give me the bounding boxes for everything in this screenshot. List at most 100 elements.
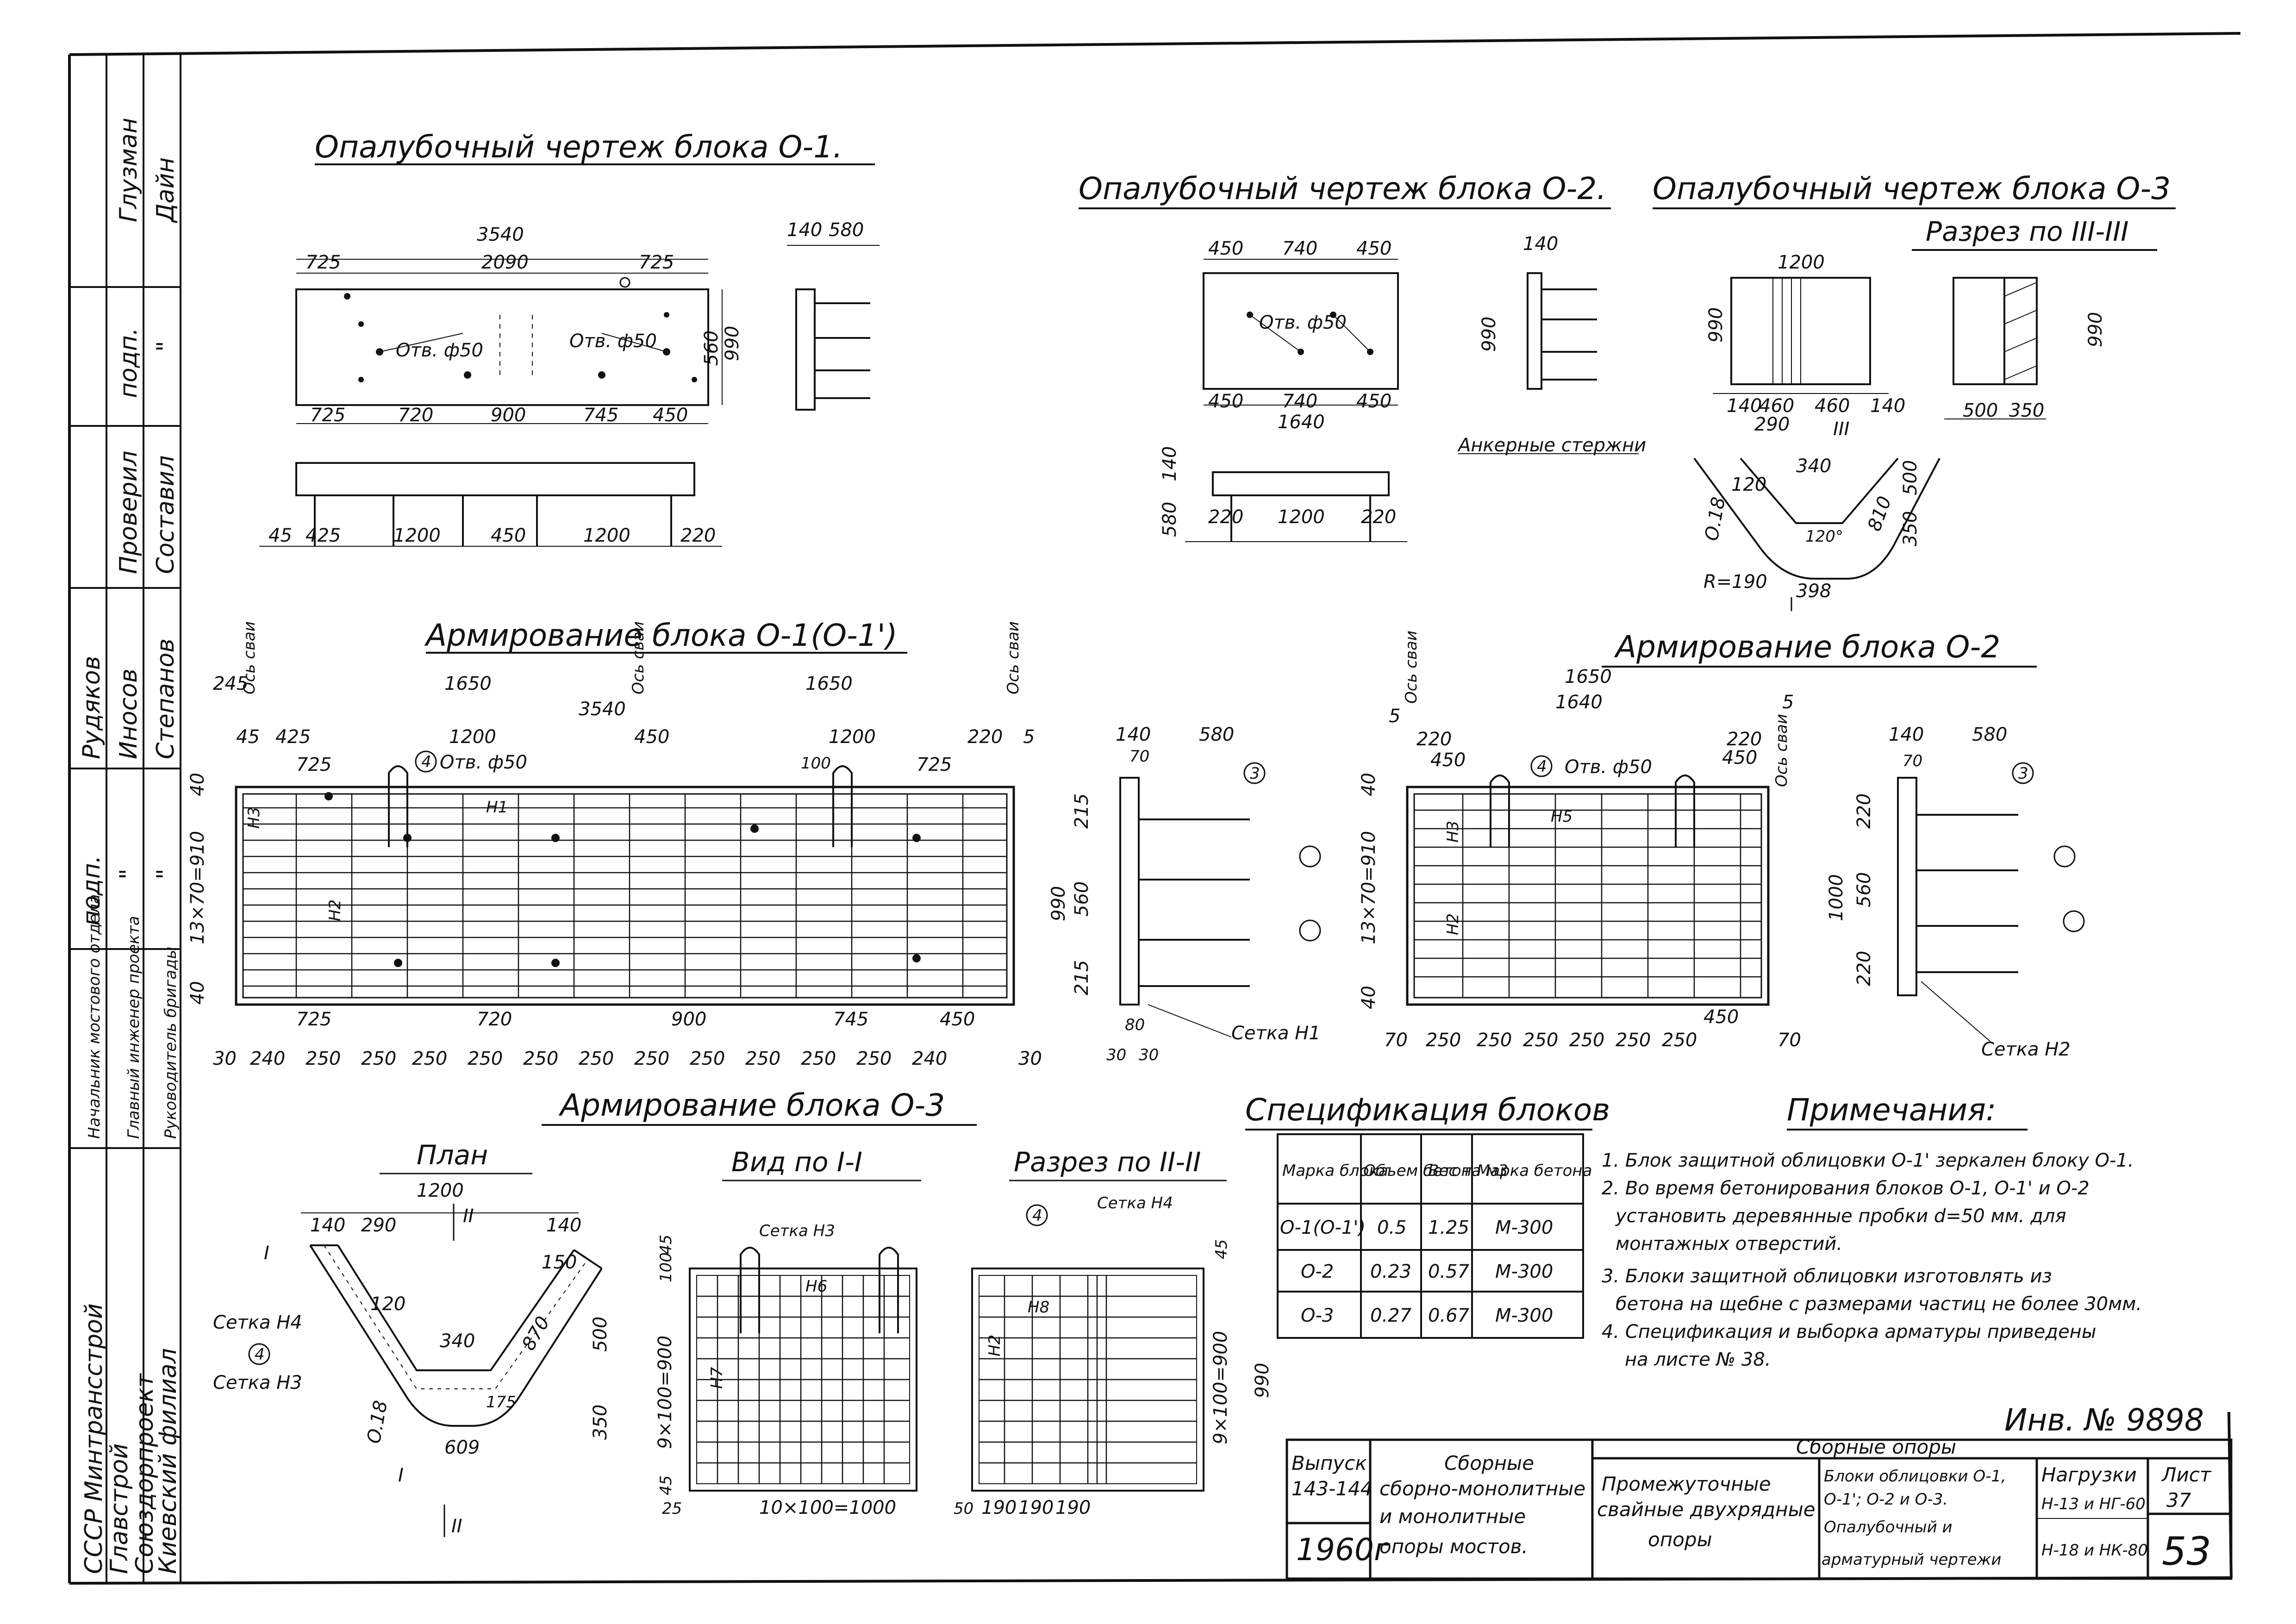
o2-side-dim-5: 560: [1853, 872, 1875, 907]
o1-dim-bot-5: 450: [653, 405, 688, 426]
o3-section-title: Разрез по III-III: [1926, 216, 2129, 247]
o2-dim-bot-2: 740: [1282, 391, 1317, 412]
o2-rebar-dim-2: 1640: [1555, 692, 1603, 713]
o3-sec-dim-1: 500: [1963, 400, 1998, 421]
tb-subject-3: опоры: [1648, 1528, 1712, 1551]
o2-rebar-title: Армирование блока О-2: [1614, 629, 2000, 665]
o2-rebar-bot-3: 250: [1477, 1030, 1512, 1051]
o3-plan-cut-1: I: [264, 1243, 269, 1264]
o1-dim-bot-4: 745: [583, 405, 618, 426]
o1-axis-3: Ось сваи: [1004, 621, 1023, 694]
o2-anchor-label: Анкерные стержни: [1457, 435, 1646, 456]
org-line-2: Главстрой: [106, 1443, 133, 1574]
spec-header-2: Объем бетона м3: [1363, 1162, 1508, 1180]
sp-11: 250: [801, 1048, 836, 1069]
o3-section-callout-4: 4: [1032, 1206, 1042, 1225]
o1-side-dim-6: 215: [1071, 960, 1092, 995]
o3-view-100: 100: [657, 1252, 675, 1282]
o1-rebar-grid: [243, 765, 1007, 998]
o3-plan-dim-6: 120: [370, 1293, 406, 1315]
o2-rebar-dim-4: 220: [1416, 729, 1452, 750]
o3-section-190c: 190: [1055, 1497, 1091, 1518]
sp-9: 250: [690, 1048, 725, 1069]
o3-formwork-title: Опалубочный чертеж блока О-3: [1653, 171, 2171, 206]
o1-side-dim-5: 560: [1071, 881, 1092, 917]
role-label-2: Главный инженер проекта: [125, 916, 143, 1139]
stamp-col-label: подп.: [78, 856, 106, 926]
o2-rebar-bot-7: 250: [1662, 1030, 1697, 1051]
o2-rebar-left-3: 40: [1358, 986, 1379, 1009]
o2-rebar-dim-3: 5: [1389, 706, 1400, 727]
o2-rebar-left-1: 40: [1358, 773, 1379, 796]
role-label-3: Руководитель бригады: [162, 947, 180, 1139]
o2-rebar-dim-5: 450: [1430, 750, 1466, 771]
o3-view-45a: 45: [657, 1235, 675, 1255]
o2-dim-bot-3: 450: [1356, 391, 1391, 412]
title-block: Выпуск 143-144 1960г Сборные сборно-моно…: [1285, 1436, 2233, 1580]
o3-plan-dim-3: 120: [1731, 474, 1766, 495]
o3-plan-dim-7: 398: [1796, 581, 1831, 602]
o3-plan-dim-7: 150: [542, 1252, 577, 1273]
o1-side-dim-1: 140: [787, 219, 822, 241]
stamp-name-b4: Дайн: [152, 157, 180, 223]
o1-side-dim-10: 30: [1139, 1046, 1159, 1064]
o1-rebar-left-1: 40: [187, 773, 208, 796]
o1-rebar-bot-1: 725: [296, 1009, 331, 1030]
o2-rebar-dim-1: 1650: [1565, 666, 1612, 687]
role-label-1: Начальник мостового отдела: [85, 894, 104, 1139]
sp-5: 250: [468, 1048, 503, 1069]
o2-axis-2: Ось сваи: [1772, 714, 1791, 787]
tb-content-2: О-1'; О-2 и О-3.: [1824, 1490, 1948, 1509]
o3-sec-dim-2: 350: [2009, 400, 2044, 421]
o3-rebar-view: Армирование блока О-3 План Вид по I-I Ра…: [213, 1087, 1273, 1537]
stamp-compiled-label: Составил: [152, 455, 180, 574]
o1-rebar-bot-2: 720: [477, 1009, 512, 1030]
o3-section-title: Разрез по II-II: [1014, 1146, 1201, 1178]
o1-dim-bot-3: 900: [491, 405, 526, 426]
o2-rebar-bot-9: 450: [1703, 1006, 1739, 1028]
o3-plan-dim-12: 609: [444, 1437, 480, 1458]
o1-rebar-dim-5: 45: [236, 726, 260, 748]
sp-2: 250: [306, 1048, 341, 1069]
o3-section-right: 9×100=900: [1210, 1331, 1231, 1444]
o2-rebar-left-2: 13×70=910: [1358, 831, 1379, 944]
sp-6: 250: [523, 1048, 558, 1069]
o1-dim-bot-1: 725: [310, 405, 345, 426]
o1-rebar-dim-7: 1200: [449, 726, 496, 748]
tb-loads-2: Н-18 и НК-80: [2041, 1541, 2148, 1560]
o2-rebar-grid: [1414, 794, 1761, 998]
tb-loads-1: Н-13 и НГ-60: [2041, 1495, 2146, 1513]
o2-side-dim-4: 220: [1853, 793, 1875, 829]
stamp-ditto-3: ": [152, 341, 180, 352]
o1-rebar-view: Армирование блока О-1(О-1'): [187, 618, 1321, 1069]
stamp-ditto-1: ": [115, 868, 143, 880]
spec-r1-c4: М-300: [1495, 1217, 1553, 1238]
note-line-1: 1. Блок защитной облицовки О-1' зеркален…: [1602, 1150, 2134, 1171]
spec-r2-c3: 0.57: [1428, 1261, 1470, 1282]
tb-series-2: сборно-монолитные: [1379, 1477, 1585, 1500]
o3-section-n8: Н8: [1028, 1298, 1049, 1317]
o1-dim-bot-2: 720: [398, 405, 433, 426]
stamp-ditto-2: ": [152, 868, 180, 880]
spec-header-4: Марка бетона: [1477, 1162, 1592, 1180]
o2-side-dim-6: 220: [1853, 951, 1875, 986]
o2-side-dim-1: 140: [1523, 233, 1558, 255]
o3-section-990: 990: [1252, 1363, 1273, 1398]
o1-dim-top-1: 725: [306, 252, 341, 273]
o3-plan-dim-3: 290: [361, 1215, 396, 1236]
sp-0: 30: [213, 1048, 237, 1069]
o1-axis-2: Ось сваи: [629, 621, 648, 694]
o2-rebar-dim-6: 220: [1727, 729, 1762, 750]
o3-plan-dim-1: 290: [1754, 414, 1790, 435]
o2-rebar-n5: Н5: [1551, 807, 1572, 826]
o3-plan-dim-2: 140: [310, 1215, 345, 1236]
o1-formwork-title: Опалубочный чертеж блока О-1.: [315, 129, 842, 165]
o3-dim-1: 1200: [1778, 252, 1825, 273]
o2-side-callout: 3: [2018, 764, 2028, 783]
o1-rebar-dim-11: 5: [1023, 726, 1035, 748]
o1-side-callout: 3: [1250, 764, 1260, 783]
o1-axis-1: Ось сваи: [240, 621, 259, 694]
notes-title: Примечания:: [1787, 1092, 1996, 1128]
spec-header-3: Вес т: [1428, 1162, 1472, 1180]
o2-plan-dim-2: 140: [1159, 446, 1180, 481]
